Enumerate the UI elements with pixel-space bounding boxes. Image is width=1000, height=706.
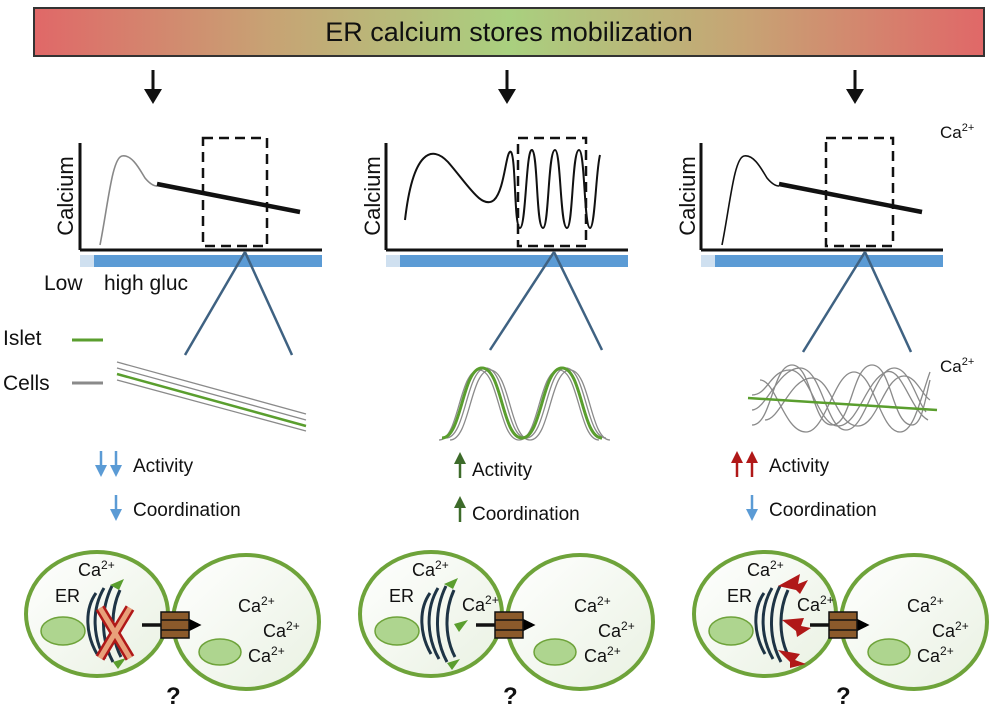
panel-2-zoom-traces	[438, 366, 611, 441]
legend-cells-label: Cells	[3, 372, 50, 395]
panel-3-coordination: Coordination	[769, 500, 877, 521]
panel-3-ca-right-3: Ca2+	[917, 644, 954, 666]
panel-3-ca-right-2: Ca2+	[932, 619, 969, 641]
panel-1-trace-plateau	[156, 181, 301, 215]
panel-3-zoom-box	[824, 136, 895, 248]
activity-down-arrows	[95, 451, 122, 477]
panel-1-label-high: high gluc	[104, 272, 188, 295]
down-arrow-3	[846, 70, 864, 104]
panel-3-ylabel: Calcium	[675, 156, 700, 235]
panel-1-label-low: Low	[44, 272, 83, 295]
panel-2-zoom-line-right	[552, 251, 604, 351]
panel-1-ca-left: Ca2+	[78, 558, 115, 580]
panel-1-ca-right-3: Ca2+	[248, 644, 285, 666]
panel-3-ca-left: Ca2+	[747, 558, 784, 580]
down-arrow-1	[144, 70, 162, 104]
panel-2-ca-right-3: Ca2+	[584, 644, 621, 666]
panel-1-nucleus-left	[40, 616, 86, 646]
panel-3-er-label: ER	[727, 586, 752, 606]
panel-3-gap-junction	[810, 611, 870, 639]
coordination-up-arrow	[454, 496, 466, 522]
panel-2-trace	[404, 148, 601, 230]
panel-2-question: ?	[503, 683, 518, 706]
panel-3-er	[754, 585, 791, 663]
panel-1-glucose-bar	[80, 255, 322, 267]
panel-3-trace-plateau	[778, 181, 923, 215]
panel-1-zoom-line-right	[243, 251, 294, 356]
panel-1-trace-initial	[99, 155, 158, 246]
panel-2-coordination: Coordination	[472, 504, 580, 525]
panel-3-zoom-line-left	[801, 251, 867, 353]
panel-2-er	[420, 585, 457, 663]
panel-1-ca-right-1: Ca2+	[238, 594, 275, 616]
down-arrow-2	[498, 70, 516, 104]
coordination-down-arrow-3	[746, 495, 758, 521]
panel-3-side-ca-mid: Ca2+	[940, 356, 974, 376]
panel-2-glucose-bar-low	[386, 255, 400, 267]
panel-1-effects: Activity Coordination	[95, 451, 241, 521]
panel-2-zoom-line-left	[488, 251, 556, 351]
panel-1-graph: Calcium Low high gluc	[44, 136, 322, 356]
panel-2-zoom-box	[516, 136, 588, 248]
panel-3-effects: Activity Coordination	[731, 451, 877, 521]
title-banner: ER calcium stores mobilization	[33, 7, 985, 57]
panel-3-ca-mid: Ca2+	[797, 593, 834, 615]
panel-2-ylabel: Calcium	[360, 156, 385, 235]
panel-1-zoom-box	[201, 136, 269, 248]
panel-3-question: ?	[836, 683, 851, 706]
panel-3-zoom-traces	[747, 364, 938, 433]
panel-2-ca-mid: Ca2+	[462, 593, 499, 615]
panel-3-cells: ? ER Ca2+ Ca2+ Ca2+ Ca2+ Ca2+	[692, 550, 989, 706]
panel-3-glucose-bar-low	[701, 255, 715, 267]
panel-2-green-arrows	[444, 578, 468, 670]
panel-1-glucose-bar-low	[80, 255, 94, 267]
legend-islet-label: Islet	[3, 327, 42, 350]
panel-2-nucleus-right	[533, 638, 577, 666]
panel-3-side-ca-top: Ca2+	[940, 122, 974, 142]
panel-1-gap-junction	[142, 611, 202, 639]
panel-1-cells: ? ER Ca2+ Ca2+ Ca2+ Ca2+	[24, 550, 321, 706]
panel-2-graph: Calcium	[360, 136, 628, 351]
panel-3-ca-right-1: Ca2+	[907, 594, 944, 616]
activity-up-arrows-red	[731, 451, 758, 477]
panel-3-graph: Calcium Ca2+	[675, 122, 974, 353]
panel-1-coordination: Coordination	[133, 500, 241, 521]
panel-1-er-label: ER	[55, 586, 80, 606]
activity-up-arrow	[454, 452, 466, 478]
panel-1-zoom-traces	[116, 361, 307, 432]
panel-2-activity: Activity	[472, 460, 533, 481]
panel-3-zoom-line-right	[863, 251, 913, 353]
panel-2-gap-junction	[476, 611, 536, 639]
banner-title: ER calcium stores mobilization	[325, 16, 693, 47]
panel-3-glucose-bar	[701, 255, 943, 267]
panel-1-ylabel: Calcium	[53, 156, 78, 235]
panel-2-glucose-bar	[386, 255, 628, 267]
panel-3-trace-initial	[721, 155, 780, 246]
panel-1-activity: Activity	[133, 456, 194, 477]
panel-3-nucleus-right	[867, 638, 911, 666]
panel-3-nucleus-left	[708, 616, 754, 646]
panel-1-block-x-icon	[95, 605, 135, 661]
panel-2-ca-right-2: Ca2+	[598, 619, 635, 641]
panel-1-zoom-line-left	[183, 251, 247, 356]
panel-2-er-label: ER	[389, 586, 414, 606]
panel-3-activity: Activity	[769, 456, 830, 477]
panel-2-cells: ? ER Ca2+ Ca2+ Ca2+ Ca2+ Ca2+	[358, 550, 655, 706]
panel-2-nucleus-left	[374, 616, 420, 646]
panel-2-ca-right-1: Ca2+	[574, 594, 611, 616]
panel-3-red-arrows	[778, 574, 811, 668]
panel-2-ca-left: Ca2+	[412, 558, 449, 580]
panel-1-ca-right-2: Ca2+	[263, 619, 300, 641]
panel-2-effects: Activity Coordination	[454, 452, 580, 525]
panel-1-question: ?	[166, 683, 181, 706]
panel-1-legend: Islet Cells	[3, 327, 103, 395]
panel-1-nucleus-right	[198, 638, 242, 666]
panel-1-green-arrows	[110, 579, 126, 669]
coordination-down-arrow	[110, 495, 122, 521]
